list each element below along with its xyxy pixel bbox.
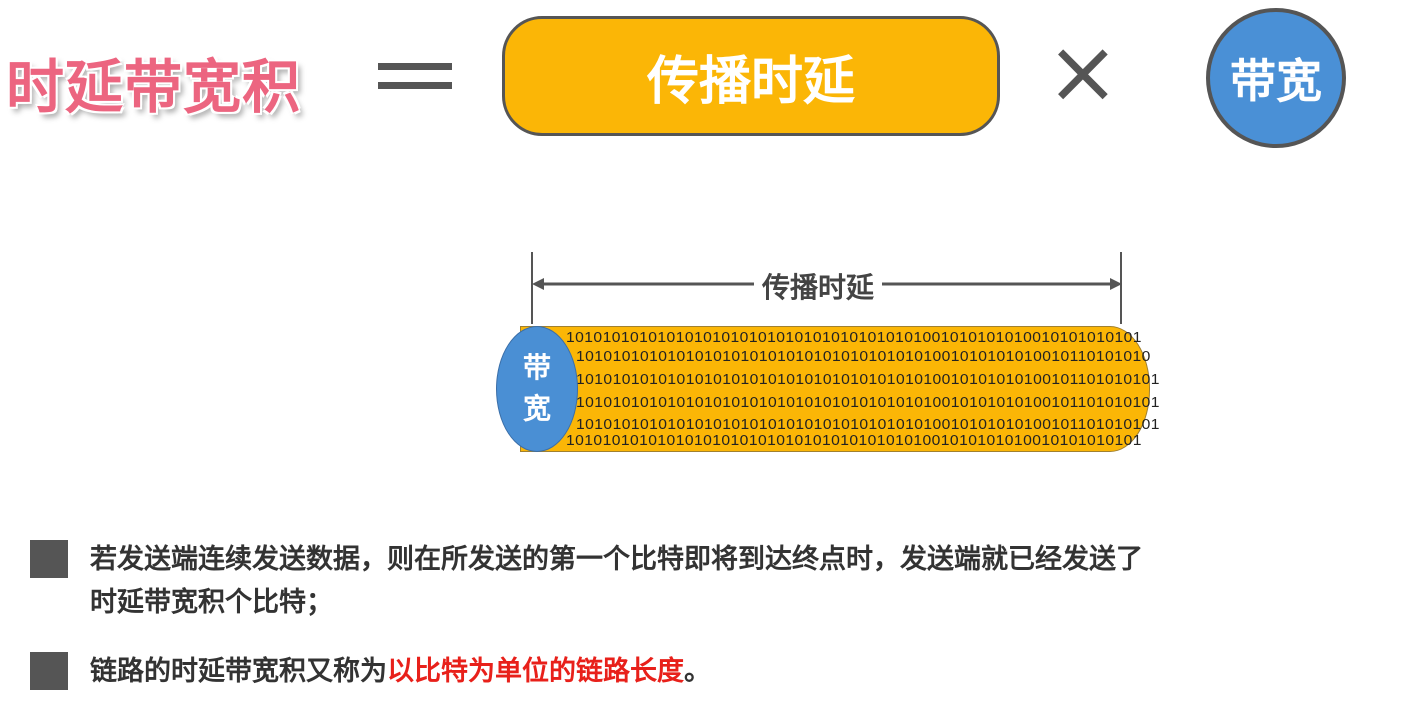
dimension-line-right xyxy=(1120,252,1122,324)
formula-lhs-title: 时延带宽积 xyxy=(6,53,302,121)
bullet-square-icon xyxy=(30,540,68,578)
multiply-icon: × xyxy=(1046,20,1120,123)
bullet-1-line2: 时延带宽积个比特； xyxy=(90,587,333,618)
bit-row: 1010101010101010101010101010101010101010… xyxy=(576,349,1151,365)
bit-row: 1010101010101010101010101010101010101010… xyxy=(576,395,1160,411)
propagation-delay-pill: 传播时延 xyxy=(502,16,1000,136)
bullet-2-end: 。 xyxy=(684,656,711,687)
bit-row: 1010101010101010101010101010101010101010… xyxy=(566,433,1142,449)
pipe-bandwidth-char: 带 xyxy=(522,351,551,385)
equals-icon-bar xyxy=(378,82,452,89)
pipe-bandwidth-char: 宽 xyxy=(522,392,551,425)
dimension-line-left xyxy=(531,252,533,324)
bullet-text-2: 链路的时延带宽积又称为以比特为单位的链路长度。 xyxy=(90,650,711,693)
bullet-square-icon xyxy=(30,652,68,690)
bullet-2-highlight: 以比特为单位的链路长度 xyxy=(387,656,684,687)
bandwidth-label: 带宽 xyxy=(1230,54,1322,108)
bullet-2-plain: 链路的时延带宽积又称为 xyxy=(90,656,387,687)
bullet-1-line1: 若发送端连续发送数据，则在所发送的第一个比特即将到达终点时，发送端就已经发送了 xyxy=(90,544,1143,575)
equals-icon xyxy=(378,63,452,70)
bit-row: 1010101010101010101010101010101010101010… xyxy=(576,417,1160,433)
arrow-label: 传播时延 xyxy=(754,266,883,306)
pipe-bandwidth-end: 带 宽 xyxy=(496,326,578,452)
bit-row: 1010101010101010101010101010101010101010… xyxy=(576,372,1160,388)
bullet-text-1: 若发送端连续发送数据，则在所发送的第一个比特即将到达终点时，发送端就已经发送了 … xyxy=(90,538,1143,624)
bandwidth-circle: 带宽 xyxy=(1206,8,1346,148)
propagation-delay-label: 传播时延 xyxy=(646,51,855,112)
link-pipe xyxy=(520,326,1150,452)
bit-row: 1010101010101010101010101010101010101010… xyxy=(566,330,1142,346)
